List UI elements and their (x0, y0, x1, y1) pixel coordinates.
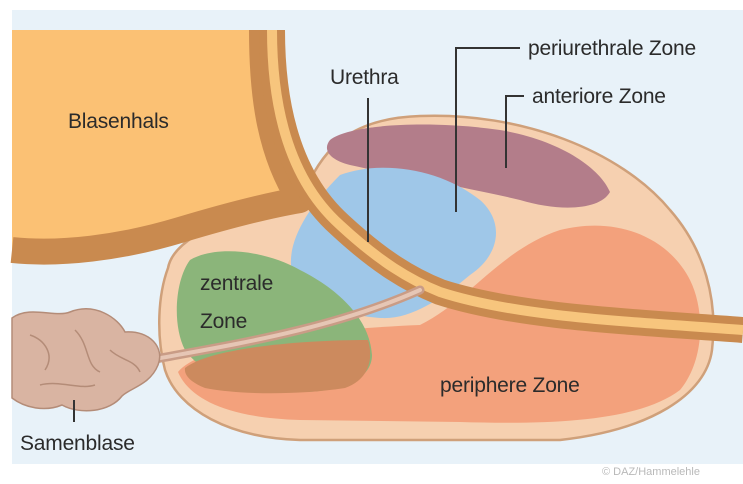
label-samenblase: Samenblase (20, 432, 135, 455)
label-anteriore-zone: anteriore Zone (532, 85, 666, 108)
label-urethra: Urethra (330, 66, 399, 89)
image-credit: © DAZ/Hammelehle (602, 466, 700, 478)
label-zentrale-zone-line1: zentrale (200, 272, 273, 295)
label-blasenhals: Blasenhals (68, 110, 169, 133)
label-periphere-zone: periphere Zone (440, 374, 580, 397)
label-zentrale-zone-line2: Zone (200, 310, 247, 333)
label-periurethrale-zone: periurethrale Zone (528, 37, 696, 60)
